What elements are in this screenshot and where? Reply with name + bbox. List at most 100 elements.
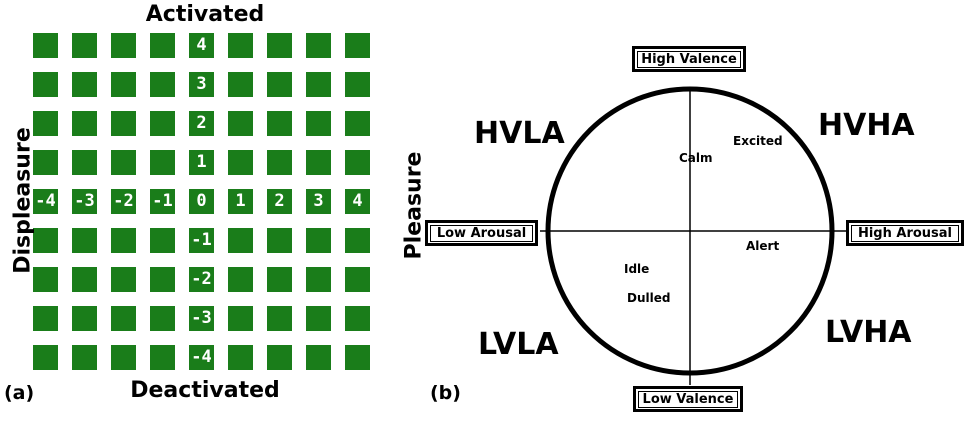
grid-cell: [345, 189, 370, 214]
grid-cell: [267, 306, 292, 331]
high-valence-label: High Valence: [637, 51, 741, 68]
grid-cell: [306, 111, 331, 136]
grid-cell: [189, 228, 214, 253]
grid-cell: [306, 150, 331, 175]
grid-cell: [345, 228, 370, 253]
low-valence-box: Low Valence: [633, 386, 743, 412]
grid-cell: [189, 267, 214, 292]
grid-cell: [111, 189, 136, 214]
grid-cell: [189, 111, 214, 136]
grid-cell: [189, 345, 214, 370]
grid-cell: [33, 306, 58, 331]
grid-cell: [111, 345, 136, 370]
grid-cell: [33, 228, 58, 253]
quadrant-hvha: HVHA: [818, 108, 915, 143]
grid-cell: [345, 267, 370, 292]
grid-cell: [72, 72, 97, 97]
grid-cell: [150, 267, 175, 292]
grid-cell: [72, 306, 97, 331]
grid-cell: [228, 228, 253, 253]
grid-cell: [228, 306, 253, 331]
grid-cell: [72, 345, 97, 370]
grid-cell: [33, 33, 58, 58]
grid-cell: [150, 150, 175, 175]
grid-cell: [267, 345, 292, 370]
quadrant-lvla: LVLA: [478, 327, 559, 362]
grid-cell: [267, 267, 292, 292]
grid-cell: [72, 33, 97, 58]
emotion-dulled: Dulled: [627, 291, 671, 305]
grid-cell: [111, 111, 136, 136]
horizontal-axis-label: 3: [313, 191, 324, 211]
grid-cell: [267, 150, 292, 175]
panel-b-label: (b): [430, 382, 461, 404]
grid-cell: [228, 72, 253, 97]
grid-cell: [72, 150, 97, 175]
horizontal-axis-label: 4: [352, 191, 363, 211]
grid-cell: [33, 72, 58, 97]
grid-cell: [72, 111, 97, 136]
grid-cell: [72, 228, 97, 253]
grid-cell: [267, 33, 292, 58]
emotion-alert: Alert: [746, 239, 780, 253]
panel-a-label: (a): [4, 382, 35, 404]
grid-cell: [228, 111, 253, 136]
grid-cell: [228, 345, 253, 370]
vertical-axis-label: -4: [191, 347, 212, 367]
grid-cell: [306, 306, 331, 331]
grid-cell: [189, 150, 214, 175]
high-valence-box: High Valence: [632, 46, 746, 72]
high-arousal-label: High Arousal: [851, 225, 959, 242]
grid-cell: [33, 267, 58, 292]
emotion-calm: Calm: [679, 151, 713, 165]
grid-cell: [111, 33, 136, 58]
grid-cell: [306, 72, 331, 97]
grid-cell: [111, 267, 136, 292]
grid-cell: [345, 72, 370, 97]
quadrant-lvha: LVHA: [825, 315, 912, 350]
grid-cell: [111, 72, 136, 97]
grid-cell: [306, 189, 331, 214]
grid-cell: [306, 33, 331, 58]
grid-cell: [72, 267, 97, 292]
grid-cell: [345, 150, 370, 175]
high-arousal-box: High Arousal: [846, 220, 964, 246]
grid-cell: [33, 150, 58, 175]
grid-cell: [267, 111, 292, 136]
grid-cell: [72, 189, 97, 214]
grid-cell: [306, 345, 331, 370]
grid-cell: [150, 111, 175, 136]
vertical-axis-label: -3: [191, 308, 212, 328]
vertical-axis-label: 4: [196, 35, 207, 55]
grid-cell: [306, 228, 331, 253]
horizontal-axis-label: -2: [113, 191, 134, 211]
horizontal-axis-label: -4: [35, 191, 56, 211]
grid-cell: [33, 189, 58, 214]
low-arousal-box: Low Arousal: [425, 220, 538, 246]
grid-cell: [189, 189, 214, 214]
vertical-axis-label: 1: [196, 152, 207, 172]
grid-cell: [306, 267, 331, 292]
grid-cell: [345, 306, 370, 331]
grid-title-activated: Activated: [145, 2, 265, 27]
grid-cell: [345, 111, 370, 136]
grid-cell: [189, 72, 214, 97]
grid-cell: [345, 345, 370, 370]
grid-cell: [150, 72, 175, 97]
grid-cell: [150, 189, 175, 214]
grid-cell: [228, 267, 253, 292]
grid-cell: [150, 306, 175, 331]
grid-cell: [111, 306, 136, 331]
grid-cell: [150, 345, 175, 370]
grid-cell: [345, 33, 370, 58]
grid-title-deactivated: Deactivated: [130, 378, 280, 403]
grid-cell: [267, 228, 292, 253]
circumplex-diagram: [540, 86, 850, 385]
grid-cell: [189, 306, 214, 331]
grid-cell: [150, 33, 175, 58]
vertical-axis-label: 3: [196, 74, 207, 94]
grid-cell: [33, 345, 58, 370]
vertical-axis-label: -2: [191, 269, 212, 289]
grid-cell: [189, 33, 214, 58]
circumplex-circle: [545, 86, 835, 376]
